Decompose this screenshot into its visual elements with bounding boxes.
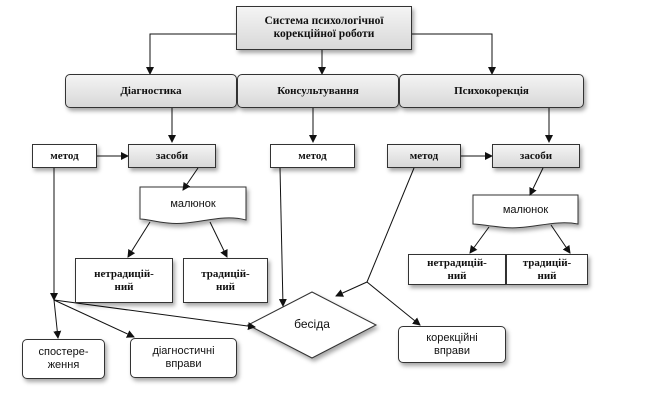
connector-corr-means-picture [529, 167, 544, 196]
connectors [50, 30, 571, 339]
connector-title-diagnostics [146, 30, 243, 75]
connector-hub-diag-exercises [53, 299, 135, 338]
branch-correction: Психокорекція [399, 74, 584, 108]
conversation-label: бесіда [294, 317, 330, 332]
picture-label-correction: малюнок [502, 203, 549, 216]
traditional-correction: традицій- ний [506, 254, 588, 285]
connector-diag-means-picture [182, 167, 199, 191]
picture-shape-diagnostics [139, 186, 247, 224]
method-consulting: метод [270, 144, 355, 168]
traditional-diagnostics: традицій- ний [183, 258, 268, 303]
connector-diag-picture-trad [209, 221, 228, 258]
picture-label-diagnostics: малюнок [170, 197, 216, 210]
title-box: Система психологічної корекційної роботи [236, 6, 412, 50]
observation-box: спостере- ження [22, 339, 105, 379]
means-diagnostics: засоби [128, 144, 216, 168]
branch-diagnostics: Діагностика [65, 74, 237, 108]
connector-diag-picture-nontrad [127, 221, 151, 258]
connector-corr-hub-exercises [366, 281, 421, 326]
means-correction: засоби [492, 144, 580, 168]
nontraditional-diagnostics: нетрадицій- ний [75, 258, 173, 303]
method-diagnostics: метод [32, 144, 97, 168]
nontraditional-correction: нетрадицій- ний [408, 254, 506, 285]
diagnostic-exercises-box: діагностичні вправи [130, 338, 237, 378]
corrective-exercises-box: корекційні вправи [398, 326, 506, 363]
method-correction: метод [387, 144, 461, 168]
connector-hub-observation [53, 299, 62, 339]
connector-corr-hub-conversation [335, 281, 368, 297]
connector-corr-picture-nontrad [469, 226, 490, 254]
connector-cons-method-conversation [278, 167, 287, 307]
conversation-diamond [246, 291, 378, 359]
connector-corr-method-hub [366, 167, 415, 283]
connector-hub-conversation [53, 299, 256, 331]
picture-shape-correction [472, 194, 579, 229]
branch-consulting: Консультування [237, 74, 399, 108]
connector-corr-picture-trad [550, 224, 571, 254]
connector-title-correction [405, 30, 496, 75]
